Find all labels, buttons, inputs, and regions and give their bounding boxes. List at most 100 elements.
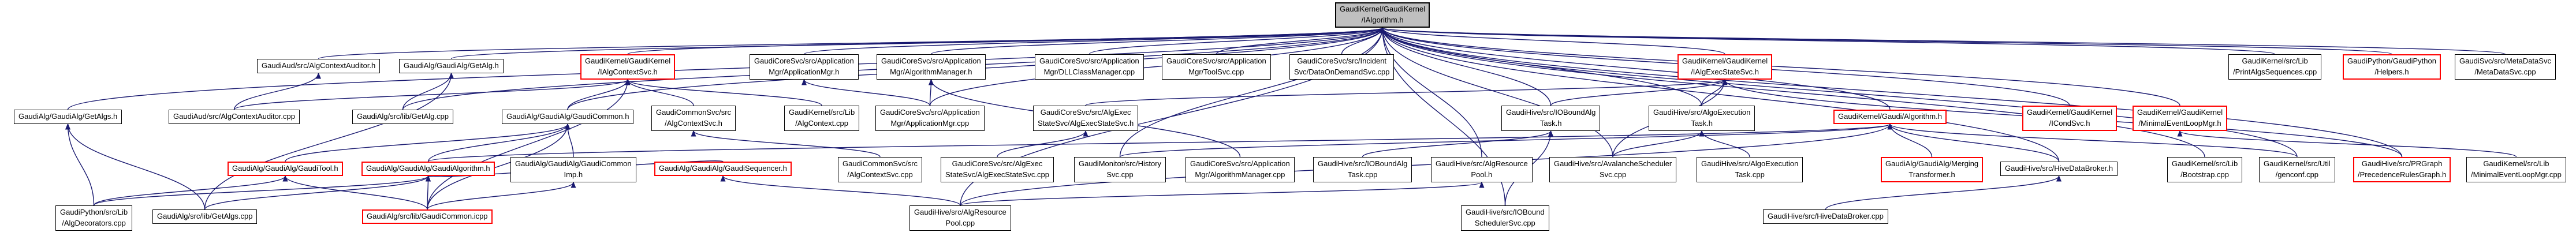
graph-node-helpers_h[interactable]: GaudiPython/GaudiPython /Helpers.h xyxy=(2343,54,2441,80)
graph-node-genconf_cpp[interactable]: GaudiKernel/src/Util /genconf.cpp xyxy=(2259,157,2335,182)
include-edge-algexecstate_h-to-ialgexecstate_h xyxy=(1085,78,1727,106)
graph-node-getalg_cpp[interactable]: GaudiAlg/src/lib/GetAlg.cpp xyxy=(352,110,453,124)
graph-node-gaudicommon_icpp[interactable]: GaudiAlg/src/lib/GaudiCommon.icpp xyxy=(362,209,493,224)
include-edge-getalgs_cpp-to-gaudialgorithm_h xyxy=(204,175,431,210)
include-edge-hivedatabroker_cpp-to-hivedatabroker_h xyxy=(1825,175,2061,210)
graph-node-toolsvc_cpp[interactable]: GaudiCoreSvc/src/Application Mgr/ToolSvc… xyxy=(1162,54,1271,80)
graph-node-algctxaud_h[interactable]: GaudiAud/src/AlgContextAuditor.h xyxy=(257,59,381,73)
graph-node-algorithm_h[interactable]: GaudiKernel/Gaudi/Algorithm.h xyxy=(1833,110,1947,124)
graph-node-historysvc_cpp[interactable]: GaudiMonitor/src/History Svc.cpp xyxy=(1074,157,1166,182)
graph-node-root: GaudiKernel/GaudiKernel /IAlgorithm.h xyxy=(1335,2,1430,28)
graph-node-getalgs_h[interactable]: GaudiAlg/GaudiAlg/GetAlgs.h xyxy=(14,110,122,124)
graph-node-avalanchesched_cpp[interactable]: GaudiHive/src/AvalancheScheduler Svc.cpp xyxy=(1549,157,1677,182)
graph-node-gaudicommonimp_h[interactable]: GaudiAlg/GaudiAlg/GaudiCommon Imp.h xyxy=(510,157,636,182)
graph-node-icondsvc_h[interactable]: GaudiKernel/GaudiKernel /ICondSvc.h xyxy=(2022,106,2118,131)
graph-node-metadatasvc_cpp[interactable]: GaudiSvc/src/MetaDataSvc /MetaDataSvc.cp… xyxy=(2455,54,2556,80)
include-edge-algorithm_h-to-root xyxy=(1380,27,1891,110)
graph-node-algctxsvc_cpp[interactable]: GaudiCommonSvc/src /AlgContextSvc.cpp xyxy=(838,157,923,182)
graph-node-ialgexecstate_h[interactable]: GaudiKernel/GaudiKernel /IAlgExecStateSv… xyxy=(1677,54,1773,80)
include-edge-appmgr_h-to-root xyxy=(803,27,1385,55)
include-edge-gaudialgorithm_h-to-gaudicommon_h xyxy=(427,123,571,162)
include-edge-algctxsvc_h-to-ialgctxsvc_h xyxy=(625,78,694,106)
include-edge-ioboundalgtask_h-to-root xyxy=(1380,27,1552,106)
graph-node-precedencerules_h[interactable]: GaudiHive/src/PRGraph /PrecedenceRulesGr… xyxy=(2353,157,2451,182)
include-edge-algresourcepool_cpp-to-algresourcepool_h xyxy=(960,181,1485,206)
include-edge-algdecorators_cpp-to-gaudialgorithm_h xyxy=(93,175,431,206)
graph-node-getalgs_cpp[interactable]: GaudiAlg/src/lib/GetAlgs.cpp xyxy=(152,209,258,224)
include-edge-minevtloop_cpp-to-minevtloop_h xyxy=(2177,130,2517,158)
graph-node-algmgr_h[interactable]: GaudiCoreSvc/src/Application Mgr/Algorit… xyxy=(877,54,986,80)
include-edge-precedencerules_h-to-root xyxy=(1380,27,2403,158)
graph-node-getalg_h[interactable]: GaudiAlg/GaudiAlg/GetAlg.h xyxy=(399,59,504,73)
graph-node-dataondemand_cpp[interactable]: GaudiCoreSvc/src/Incident Svc/DataOnDema… xyxy=(1289,54,1395,80)
graph-node-bootstrap_cpp[interactable]: GaudiKernel/src/Lib /Bootstrap.cpp xyxy=(2167,157,2243,182)
include-edge-algctxsvc_cpp-to-algctxsvc_h xyxy=(691,130,881,158)
include-edge-genconf_cpp-to-root xyxy=(1380,27,2298,158)
include-edge-algexecstate_cpp-to-algexecstate_h xyxy=(997,130,1088,158)
graph-node-gaudialgorithm_h[interactable]: GaudiAlg/GaudiAlg/GaudiAlgorithm.h xyxy=(361,162,495,176)
include-edge-dllclassmgr_cpp-to-root xyxy=(1088,27,1385,55)
include-edge-gaudicommon_icpp-to-gaudicommon_h xyxy=(427,123,571,210)
graph-node-gauditool_h[interactable]: GaudiAlg/GaudiAlg/GaudiTool.h xyxy=(228,162,343,176)
include-edge-algcontext_cpp-to-ialgctxsvc_h xyxy=(625,78,822,106)
graph-node-appmgr_cpp[interactable]: GaudiCoreSvc/src/Application Mgr/Applica… xyxy=(875,106,985,131)
include-edge-getalgs_h-to-root xyxy=(67,27,1385,110)
graph-node-ialgctxsvc_h[interactable]: GaudiKernel/GaudiKernel /IAlgContextSvc.… xyxy=(580,54,676,80)
include-edge-hivedatabroker_h-to-root xyxy=(1380,27,2060,162)
include-edge-algoexectask_h-to-root xyxy=(1380,27,1702,106)
include-edge-gaudicommon_icpp-to-ialgctxsvc_h xyxy=(427,78,631,210)
include-edge-bootstrap_cpp-to-root xyxy=(1380,27,2205,158)
graph-node-algoexectask_h[interactable]: GaudiHive/src/AlgoExecution Task.h xyxy=(1649,106,1755,131)
graph-node-algexecstate_h[interactable]: GaudiCoreSvc/src/AlgExec StateSvc/AlgExe… xyxy=(1033,106,1139,131)
graph-node-algoexectask_cpp[interactable]: GaudiHive/src/AlgoExecution Task.cpp xyxy=(1697,157,1803,182)
include-edge-gaudicommon_icpp-to-gaudicommonimp_h xyxy=(427,181,576,210)
include-edge-gauditool_h-to-gaudicommon_h xyxy=(285,123,571,162)
include-edge-algoexectask_cpp-to-algoexectask_h xyxy=(1699,130,1750,158)
include-edge-ialgexecstate_h-to-root xyxy=(1380,27,1725,55)
graph-node-algctxsvc_h[interactable]: GaudiCommonSvc/src /AlgContextSvc.h xyxy=(651,106,736,131)
include-edge-gaudicommon_icpp-to-gaudialgorithm_h xyxy=(425,175,431,210)
include-edge-avalanchesched_cpp-to-root xyxy=(1380,27,1613,158)
include-edge-getalgs_cpp-to-getalg_h xyxy=(204,72,454,210)
include-edge-hivedatabroker_h-to-algorithm_h xyxy=(1887,123,2060,162)
include-edge-appmgr_cpp-to-algmgr_h xyxy=(928,78,934,106)
graph-node-mergingtransformer_h[interactable]: GaudiAlg/GaudiAlg/Merging Transformer.h xyxy=(1881,157,1984,182)
graph-node-minevtloop_h[interactable]: GaudiKernel/GaudiKernel /MinimalEventLoo… xyxy=(2133,106,2228,131)
graph-node-printalgsseq_cpp[interactable]: GaudiKernel/src/Lib /PrintAlgsSequences.… xyxy=(2228,54,2322,80)
graph-node-ioboundalgtask_cpp[interactable]: GaudiHive/src/IOBoundAlg Task.cpp xyxy=(1313,157,1412,182)
graph-node-algresourcepool_h[interactable]: GaudiHive/src/AlgResource Pool.h xyxy=(1431,157,1533,182)
include-edge-algctxaud_cpp-to-ialgctxsvc_h xyxy=(233,78,631,110)
graph-node-hivedatabroker_h[interactable]: GaudiHive/src/HiveDataBroker.h xyxy=(2000,162,2118,176)
include-edge-algdecorators_cpp-to-getalgs_h xyxy=(65,123,95,206)
include-edge-historysvc_cpp-to-root xyxy=(1119,27,1385,158)
graph-node-algcontext_cpp[interactable]: GaudiKernel/src/Lib /AlgContext.cpp xyxy=(784,106,860,131)
graph-node-algdecorators_cpp[interactable]: GaudiPython/src/Lib /AlgDecorators.cpp xyxy=(55,205,133,231)
include-edge-appmgr_cpp-to-root xyxy=(929,27,1385,106)
include-edge-mergingtransformer_h-to-algorithm_h xyxy=(1887,123,1933,158)
include-edge-gaudialgorithm_h-to-algorithm_h xyxy=(427,123,1892,162)
graph-node-algresourcepool_cpp[interactable]: GaudiHive/src/AlgResource Pool.cpp xyxy=(909,205,1011,231)
include-edge-ialgctxsvc_h-to-root xyxy=(627,27,1385,55)
graph-node-appmgr_h[interactable]: GaudiCoreSvc/src/Application Mgr/Applica… xyxy=(750,54,859,80)
include-edge-algmgr_h-to-root xyxy=(930,27,1385,55)
graph-node-algctxaud_cpp[interactable]: GaudiAud/src/AlgContextAuditor.cpp xyxy=(169,110,300,124)
include-edge-appmgr_cpp-to-appmgr_h xyxy=(801,78,931,106)
graph-node-minevtloop_cpp[interactable]: GaudiKernel/src/Lib /MinimalEventLoopMgr… xyxy=(2466,157,2566,182)
graph-node-algexecstate_cpp[interactable]: GaudiCoreSvc/src/AlgExec StateSvc/AlgExe… xyxy=(941,157,1054,182)
include-edge-ioboundalgtask_h-to-ialgexecstate_h xyxy=(1550,78,1728,106)
include-edge-getalgs_cpp-to-getalgs_h xyxy=(65,123,206,210)
graph-node-hivedatabroker_cpp[interactable]: GaudiHive/src/HiveDataBroker.cpp xyxy=(1763,209,1888,224)
include-edge-historysvc_cpp-to-algorithm_h xyxy=(1119,123,1893,158)
include-edge-avalanchesched_cpp-to-algoexectask_h xyxy=(1612,130,1705,158)
graph-node-gaudisequencer_h[interactable]: GaudiAlg/GaudiAlg/GaudiSequencer.h xyxy=(654,162,792,176)
include-edge-algresourcepool_cpp-to-algorithm_h xyxy=(960,123,1893,206)
graph-node-ioboundalgtask_h[interactable]: GaudiHive/src/IOBoundAlg Task.h xyxy=(1501,106,1601,131)
graph-node-dllclassmgr_cpp[interactable]: GaudiCoreSvc/src/Application Mgr/DLLClas… xyxy=(1035,54,1144,80)
graph-node-gaudicommon_h[interactable]: GaudiAlg/GaudiAlg/GaudiCommon.h xyxy=(502,110,634,124)
graph-node-algmgr_cpp[interactable]: GaudiCoreSvc/src/Application Mgr/Algorit… xyxy=(1186,157,1295,182)
include-edge-metadatasvc_cpp-to-root xyxy=(1380,27,2506,55)
include-edge-algdecorators_cpp-to-gauditool_h xyxy=(93,175,288,206)
graph-node-ioboundsched_cpp[interactable]: GaudiHive/src/IOBound SchedulerSvc.cpp xyxy=(1461,205,1549,231)
include-edge-gaudicommon_icpp-to-gauditool_h xyxy=(282,175,428,210)
